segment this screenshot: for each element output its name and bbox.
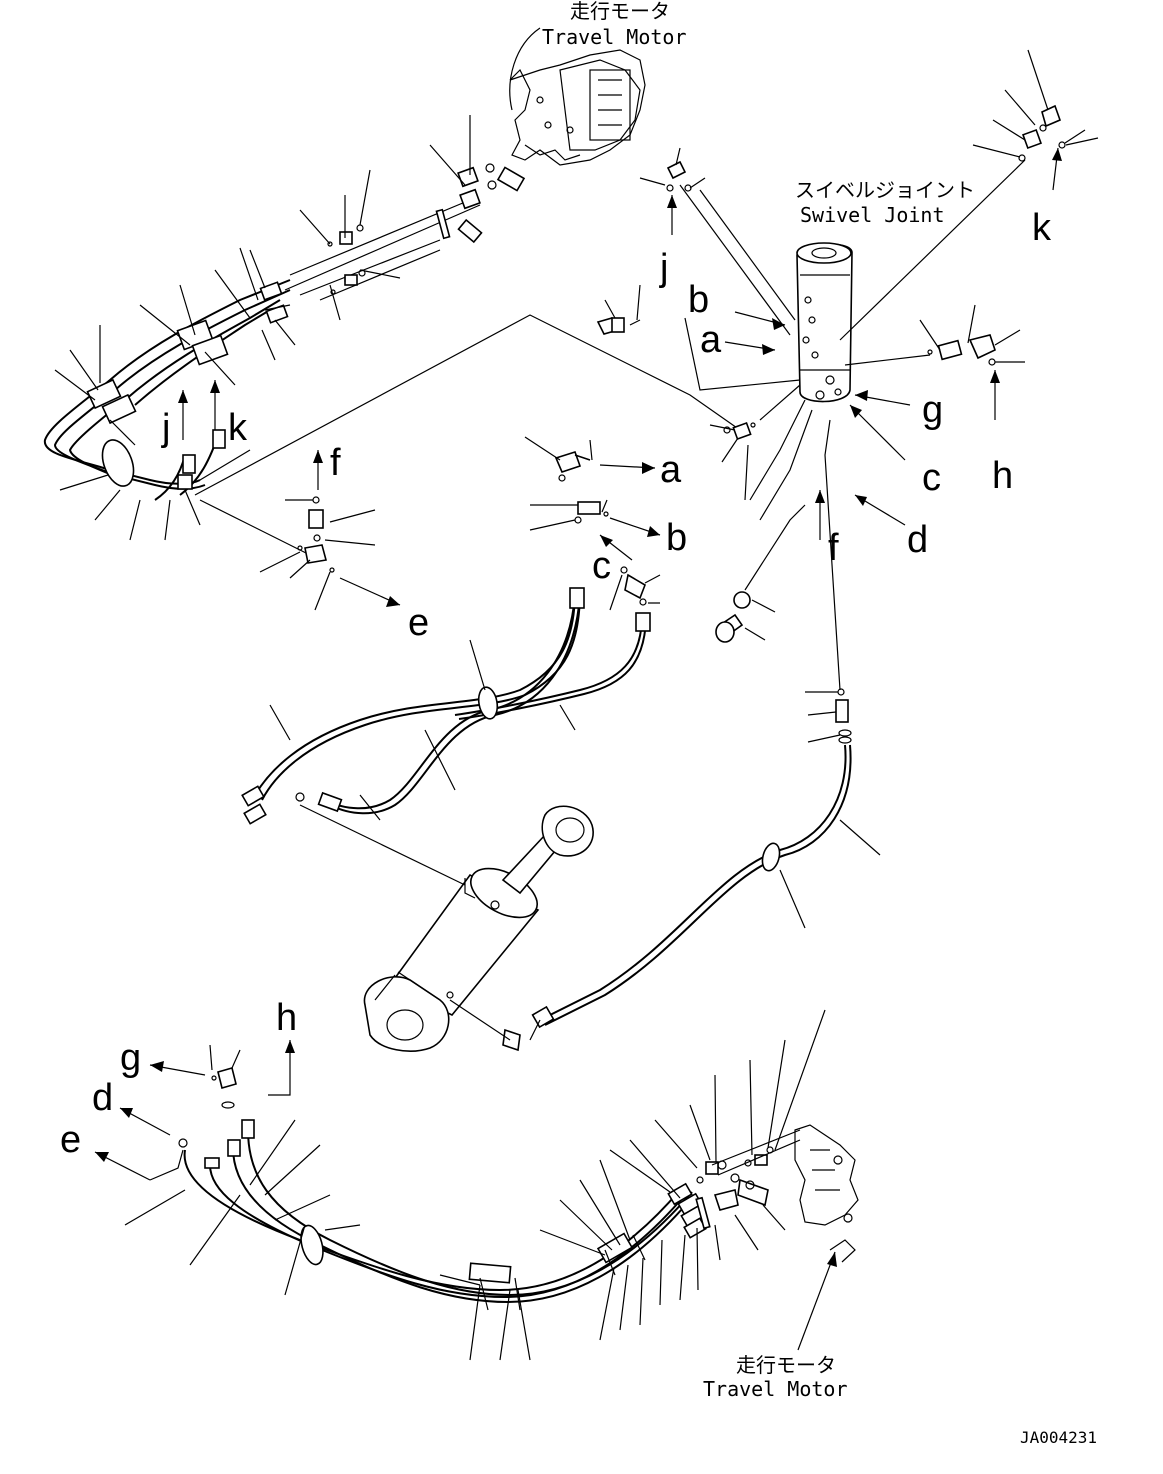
callout-b-swivel: b	[688, 279, 709, 321]
swivel-joint-en: Swivel Joint	[800, 203, 945, 227]
callout-j-upper: j	[161, 407, 170, 449]
travel-motor-bottom-en: Travel Motor	[703, 1377, 848, 1401]
cylinder-drawing	[363, 805, 594, 1052]
swivel-joint-jp: スイベルジョイント	[795, 178, 975, 202]
callout-b-center: b	[666, 517, 687, 559]
travel-motor-bottom-drawing	[794, 1124, 859, 1263]
travel-motor-top-drawing	[509, 27, 646, 166]
callout-k-swivel: k	[1032, 207, 1052, 249]
swivel-connections	[194, 49, 1099, 744]
callout-c-swivel: c	[922, 457, 941, 499]
travel-motor-top-en: Travel Motor	[542, 25, 687, 49]
swivel-joint-drawing	[796, 242, 853, 403]
callout-markers: b a g c d f h j k j k f e a b c h	[60, 147, 1062, 1351]
callout-h-swivel: h	[992, 455, 1013, 497]
callout-f-center: f	[330, 442, 341, 484]
upper-left-leader-lines	[54, 115, 471, 541]
callout-g-swivel: g	[922, 389, 943, 431]
callout-a-center: a	[660, 449, 682, 491]
central-hoses	[241, 587, 881, 1041]
lower-leader-lines	[124, 1009, 826, 1361]
callout-d-swivel: d	[907, 519, 928, 561]
travel-motor-bottom-jp: 走行モータ	[736, 1353, 836, 1377]
callout-j-swivel: j	[659, 247, 668, 289]
callout-a-swivel: a	[700, 319, 722, 361]
callout-c-center: c	[592, 545, 611, 587]
drawing-number: JA004231	[1020, 1428, 1097, 1447]
callout-g-lower: g	[120, 1037, 141, 1079]
upper-motor-fittings	[284, 163, 526, 301]
callout-h-lower: h	[276, 997, 297, 1039]
travel-motor-top-jp: 走行モータ	[570, 0, 670, 23]
callout-d-lower: d	[92, 1077, 113, 1119]
callout-k-upper: k	[228, 407, 248, 449]
callout-e-lower: e	[60, 1119, 81, 1161]
callout-f-swivel: f	[828, 527, 839, 569]
callout-e-center: e	[408, 602, 429, 644]
lower-hose-bundle	[178, 1067, 801, 1311]
